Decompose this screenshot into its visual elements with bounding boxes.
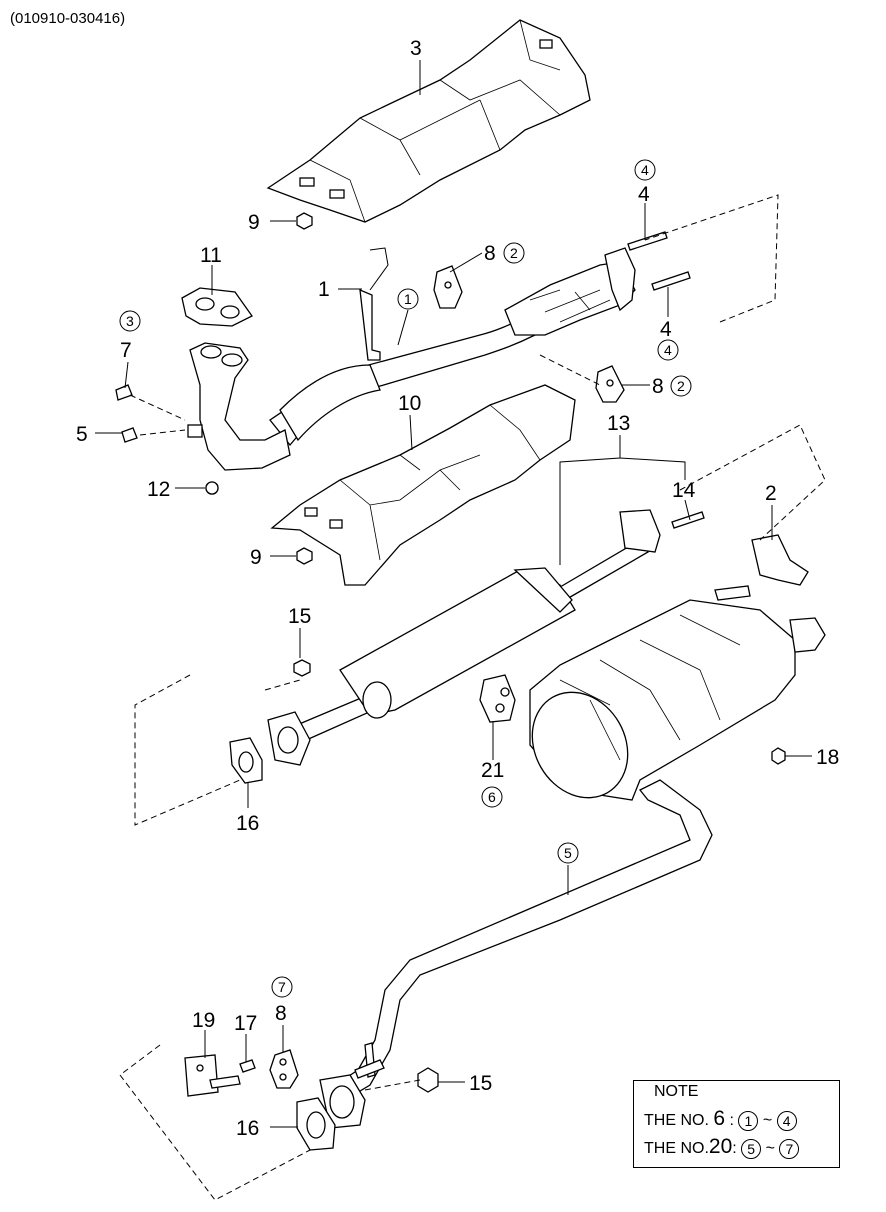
note-line-2-tilde: ~ [765, 1140, 775, 1157]
rubber-hanger-21 [479, 674, 516, 723]
callout-7-circled: 3 [126, 313, 134, 329]
callouts: 3 9 4 4 11 1 1 8 2 3 7 4 4 5 8 2 10 13 1… [76, 37, 839, 1140]
callout-16-lower: 16 [236, 1117, 259, 1140]
callout-9-lower: 9 [250, 546, 262, 569]
note-line-2-number: 20 [708, 1135, 733, 1158]
callout-17: 17 [234, 1012, 257, 1035]
note-line-2-separator: : [732, 1140, 737, 1157]
callout-4-lower-circled: 4 [664, 342, 672, 358]
callout-19: 19 [192, 1009, 215, 1032]
heat-shield-lower [270, 384, 576, 586]
gasket-16-bottom [296, 1097, 336, 1151]
callout-1-circled: 1 [404, 291, 412, 307]
callout-15-lower: 15 [469, 1072, 492, 1095]
note-line-2-to: 7 [779, 1138, 800, 1159]
callout-16-mid: 16 [236, 812, 259, 835]
callout-5-circled: 5 [564, 845, 572, 861]
front-pipe-catalytic [269, 247, 636, 447]
rear-pipe [319, 779, 713, 1129]
note-line-1: THE NO. 6 : 1 ~ 4 [644, 1107, 797, 1131]
note-line-2: THE NO.20: 5 ~ 7 [644, 1135, 800, 1159]
callout-4-upper-circled: 4 [641, 162, 649, 178]
callout-8-upper-circled: 2 [510, 245, 518, 261]
callout-15-mid: 15 [288, 605, 311, 628]
gasket-16-mid [229, 737, 263, 784]
center-pipe-resonator [267, 509, 661, 766]
note-box: NOTE THE NO. 6 : 1 ~ 4 THE NO.20: 5 ~ 7 [633, 1080, 840, 1168]
callout-4-lower: 4 [660, 318, 672, 341]
manifold-gasket [181, 287, 253, 327]
callout-1: 1 [318, 278, 330, 301]
callout-3: 3 [410, 37, 422, 60]
callout-12: 12 [147, 478, 170, 501]
callout-9-upper: 9 [248, 211, 260, 234]
rubber-hanger-8-bottom [269, 1049, 299, 1089]
callout-10: 10 [398, 392, 421, 415]
callout-8-mid: 8 [652, 375, 664, 398]
leader-lines [95, 60, 812, 1128]
callout-11: 11 [200, 244, 222, 267]
note-line-2-prefix: THE NO. [644, 1140, 709, 1157]
fasteners [115, 212, 786, 1093]
callout-21-circled: 6 [488, 789, 496, 805]
callout-8-lower-circled: 7 [278, 979, 286, 995]
note-line-1-prefix: THE NO. [644, 1112, 709, 1129]
callout-7: 7 [120, 339, 132, 362]
callout-13: 13 [607, 412, 630, 435]
callout-18: 18 [816, 746, 839, 769]
note-line-2-from: 5 [741, 1138, 762, 1159]
callout-4-upper: 4 [638, 183, 650, 206]
reference-lines [119, 194, 826, 1201]
callout-14: 14 [672, 479, 696, 502]
heat-shield-upper [266, 19, 591, 223]
callout-21: 21 [481, 759, 504, 782]
callout-8-upper: 8 [484, 242, 496, 265]
main-muffler [529, 534, 826, 801]
note-line-1-tilde: ~ [762, 1112, 773, 1129]
note-title: NOTE [654, 1083, 699, 1100]
note-line-1-to: 4 [776, 1110, 797, 1131]
note-line-1-separator: : [729, 1112, 734, 1129]
rubber-hanger-8-upper [433, 265, 625, 403]
note-line-1-from: 1 [738, 1110, 759, 1131]
bracket-19 [184, 1054, 241, 1097]
callout-8-mid-circled: 2 [677, 378, 685, 394]
diagram-code: (010910-030416) [10, 10, 126, 27]
note-line-1-number: 6 [713, 1107, 726, 1130]
callout-8-lower: 8 [275, 1002, 287, 1025]
callout-2: 2 [765, 482, 777, 505]
callout-5-upper: 5 [76, 423, 88, 446]
